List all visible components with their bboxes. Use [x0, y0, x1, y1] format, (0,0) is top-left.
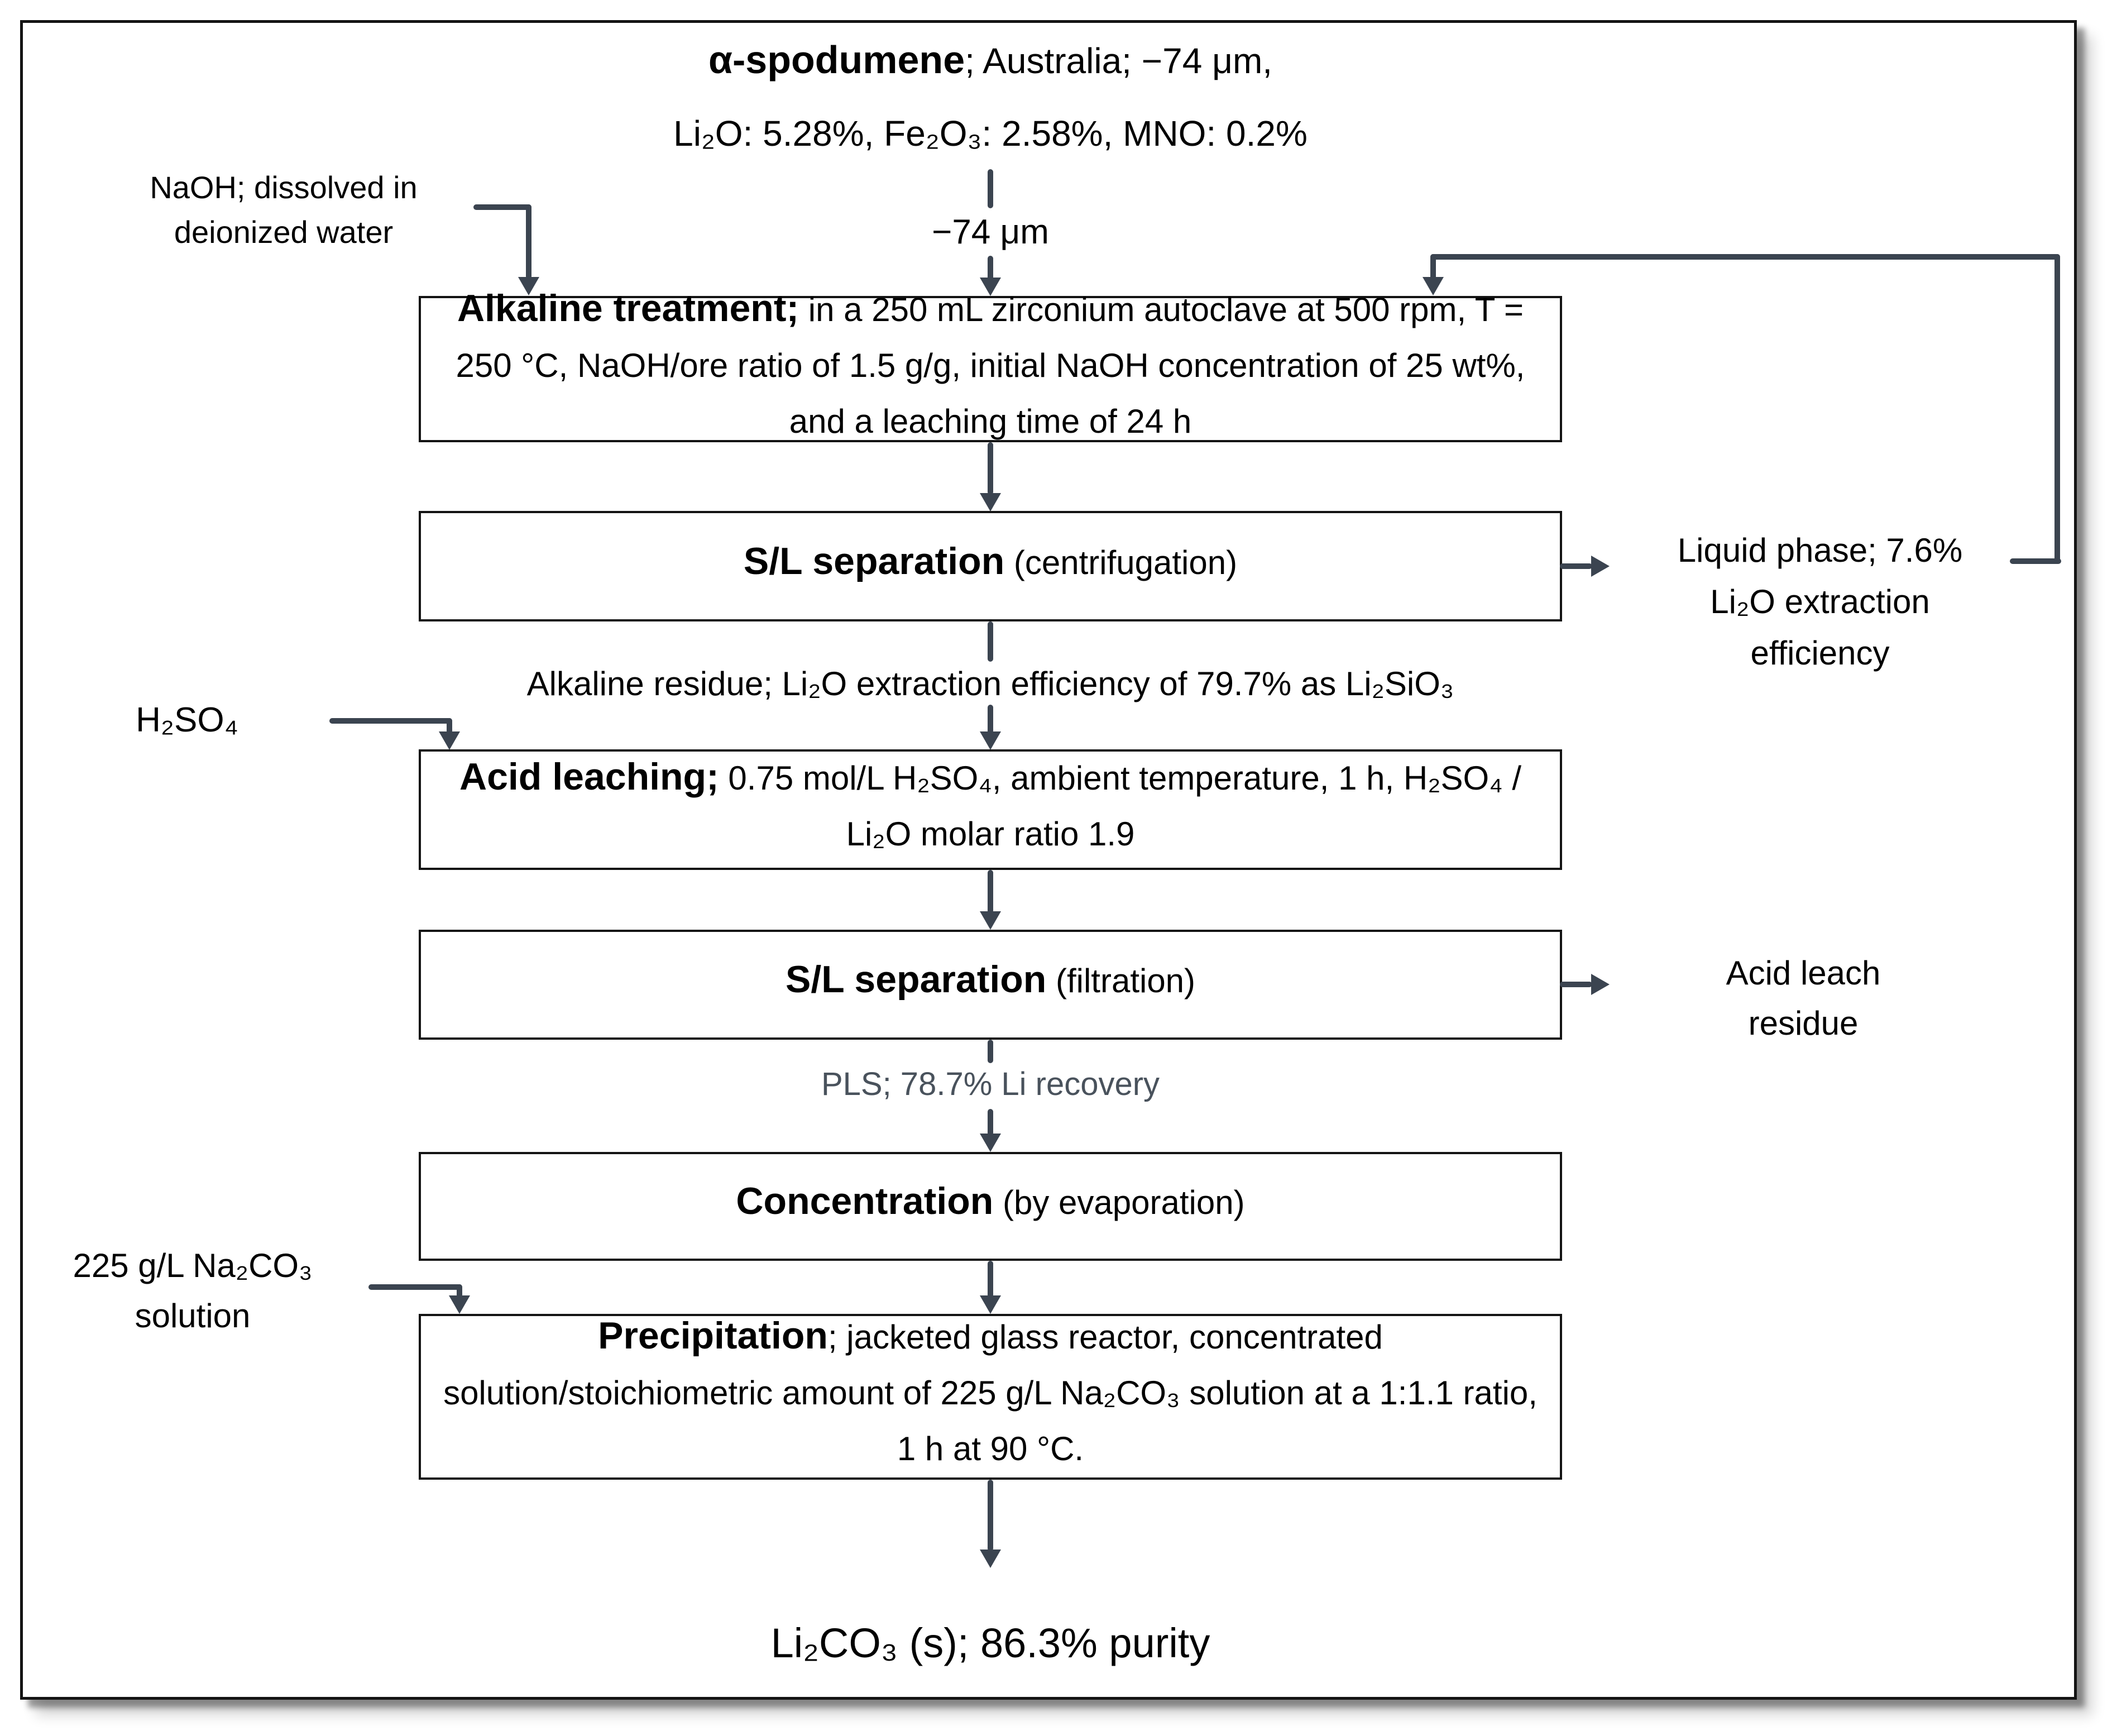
arrowhead-3-4-icon: [980, 911, 1001, 930]
recycle-line-drop: [1430, 254, 1436, 281]
liquid-phase-arrow-line: [1560, 563, 1592, 569]
box-sl-separation-filtration-text: S/L separation (filtration): [785, 958, 1196, 1001]
box-concentration: Concentration (by evaporation): [419, 1152, 1562, 1261]
box-sl-separation-filtration: S/L separation (filtration): [419, 930, 1562, 1040]
naoh-label: NaOH; dissolved in deionized water: [150, 170, 418, 250]
box-sl-separation-centrifugation-text: S/L separation (centrifugation): [743, 539, 1238, 582]
flow-line-pls-5: [988, 1109, 993, 1136]
naoh-arrow-horizontal: [473, 204, 531, 210]
flow-line-4-pls: [988, 1040, 993, 1063]
recycle-line-right: [2054, 254, 2060, 562]
box-sl-separation-centrifugation: S/L separation (centrifugation): [419, 511, 1562, 621]
box-alkaline-treatment: Alkaline treatment; in a 250 mL zirconiu…: [419, 287, 1562, 442]
feed-name: α-spodumene: [708, 38, 965, 82]
arrowhead-5-6-icon: [980, 1295, 1001, 1314]
arrowhead-4-5-icon: [980, 1134, 1001, 1152]
recycle-line-bottom: [2010, 558, 2061, 564]
liquid-phase-label: Liquid phase; 7.6% Li₂O extraction effic…: [1677, 532, 1963, 672]
na2co3-arrow-horizontal: [368, 1284, 462, 1290]
flow-line-6-product: [988, 1480, 993, 1551]
flow-line-feed2: [988, 256, 993, 281]
feed-title: α-spodumene; Australia; −74 μm, Li₂O: 5.…: [432, 23, 1549, 170]
pls-label: PLS; 78.7% Li recovery: [821, 1066, 1160, 1102]
flow-line-residue-3: [988, 705, 993, 734]
feed-title-line1: α-spodumene; Australia; −74 μm,: [708, 38, 1273, 82]
box-precipitation: Precipitation; jacketed glass reactor, c…: [419, 1314, 1562, 1480]
product-label: Li₂CO₃ (s); 86.3% purity: [770, 1620, 1210, 1666]
naoh-arrow-vertical: [526, 204, 531, 279]
arrowhead-h2so4-icon: [439, 731, 460, 750]
arrowhead-product-icon: [980, 1550, 1001, 1568]
box-acid-leaching: Acid leaching; 0.75 mol/L H₂SO₄, ambient…: [419, 749, 1562, 870]
arrowhead-1-2-icon: [980, 493, 1001, 511]
na2co3-arrow-vertical: [457, 1284, 462, 1298]
acid-residue-arrow-line: [1560, 982, 1592, 987]
h2so4-arrow-horizontal: [329, 718, 452, 724]
flow-line-3-4: [988, 870, 993, 914]
arrowhead-na2co3-icon: [449, 1295, 470, 1314]
flow-line-5-6: [988, 1261, 993, 1298]
arrowhead-recycle-icon: [1423, 277, 1444, 295]
arrowhead-acid-residue-icon: [1591, 974, 1610, 995]
alkaline-residue-label: Alkaline residue; Li₂O extraction effici…: [526, 665, 1454, 702]
arrowhead-feed-icon: [980, 278, 1001, 296]
flow-line-1-2: [988, 442, 993, 495]
box-precipitation-text: Precipitation; jacketed glass reactor, c…: [443, 1314, 1538, 1467]
na2co3-label: 225 g/L Na₂CO₃ solution: [73, 1247, 313, 1335]
flow-line-2-residue: [988, 621, 993, 662]
box-acid-leaching-text: Acid leaching; 0.75 mol/L H₂SO₄, ambient…: [459, 755, 1522, 853]
recycle-line-top: [1430, 254, 2060, 260]
arrowhead-naoh-icon: [518, 277, 539, 295]
h2so4-label: H₂SO₄: [136, 701, 238, 739]
feed-size-label: −74 μm: [932, 213, 1049, 251]
box-concentration-text: Concentration (by evaporation): [736, 1180, 1245, 1222]
box-alkaline-treatment-text: Alkaline treatment; in a 250 mL zirconiu…: [456, 286, 1525, 440]
arrowhead-2-3-icon: [980, 731, 1001, 750]
arrowhead-liquid-phase-icon: [1591, 556, 1610, 577]
feed-title-line2: Li₂O: 5.28%, Fe₂O₃: 2.58%, MNO: 0.2%: [673, 113, 1308, 154]
flow-line-feed: [988, 169, 993, 208]
h2so4-arrow-vertical: [447, 718, 452, 734]
acid-leach-residue-label: Acid leach residue: [1726, 954, 1881, 1042]
